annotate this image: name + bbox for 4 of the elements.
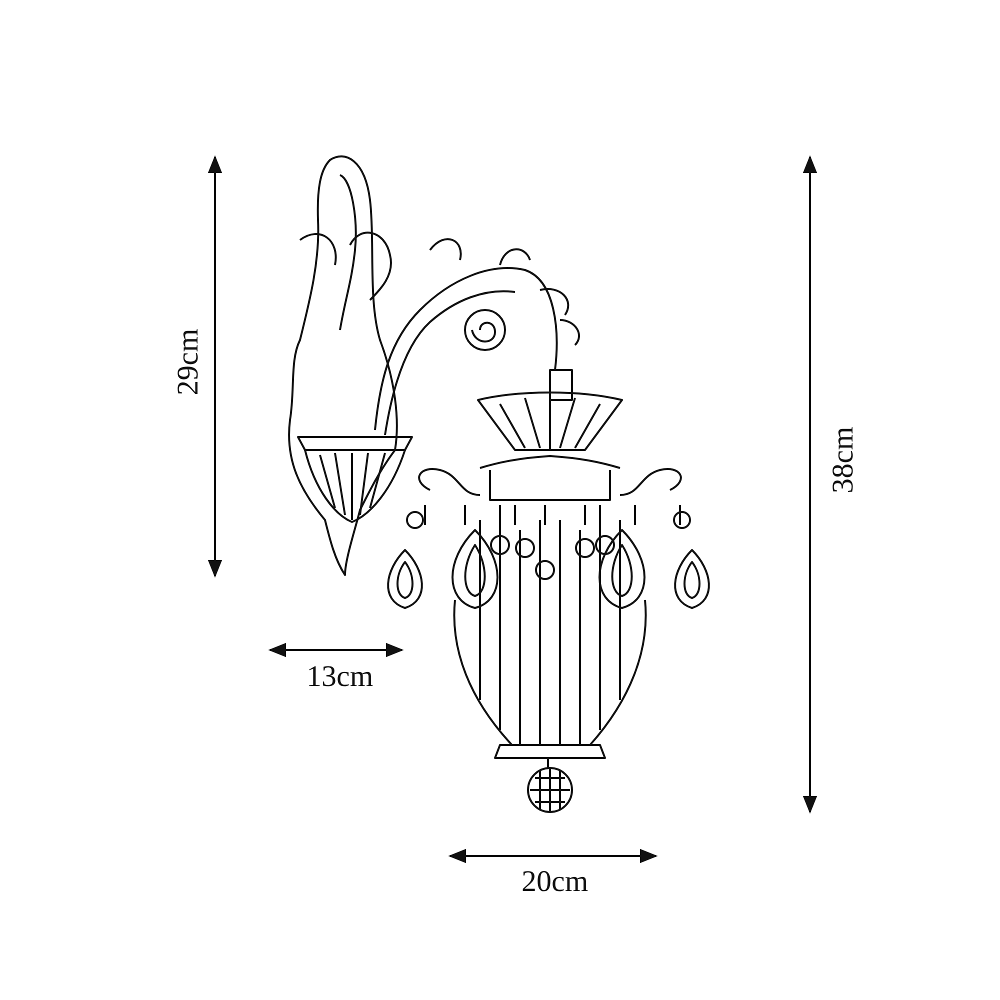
dimension-label: 38cm: [828, 426, 858, 494]
dimension-label: 29cm: [172, 328, 203, 396]
dimension-label: 13cm: [306, 662, 374, 692]
dimension-label: 20cm: [522, 867, 588, 897]
